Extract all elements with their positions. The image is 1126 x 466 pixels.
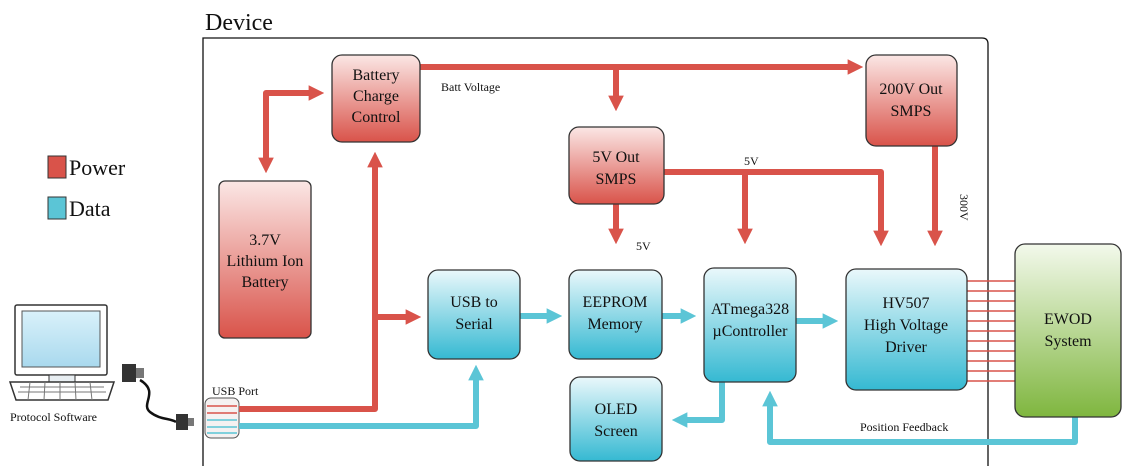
usb-to-serial-block: USB to Serial: [427, 269, 521, 360]
five-volt-label-eeprom: 5V: [636, 239, 651, 253]
microcontroller-line2: µController: [713, 323, 789, 340]
mcu-to-oled: [671, 382, 725, 428]
oled-line1: OLED: [595, 401, 638, 418]
usb-to-charge-control: [239, 151, 383, 412]
ewod-line1: EWOD: [1044, 311, 1092, 328]
smps-200v-line1: 200V Out: [879, 81, 943, 98]
hv-driver-line2: High Voltage: [864, 317, 948, 334]
eeprom-memory-block: EEPROM Memory: [568, 269, 663, 360]
battery-charge-control-line1: Battery: [352, 67, 399, 84]
battery-charge-control-line3: Control: [352, 109, 401, 126]
hv-driver-block: HV507 High Voltage Driver: [845, 268, 968, 391]
usb-port-label: USB Port: [212, 384, 259, 398]
legend-data-swatch: [47, 196, 67, 220]
eeprom-line1: EEPROM: [583, 294, 648, 311]
position-feedback-label: Position Feedback: [860, 420, 948, 434]
usb-to-serial-data: [239, 364, 484, 429]
lithium-battery-block: 3.7V Lithium Ion Battery: [218, 180, 312, 339]
legend: Power Data: [47, 155, 126, 221]
battery-line2: Lithium Ion: [227, 253, 304, 270]
five-volt-bus: [664, 169, 889, 247]
host-label: Protocol Software: [10, 410, 97, 424]
legend-power-swatch: [47, 155, 67, 179]
eeprom-line2: Memory: [587, 316, 642, 333]
ewod-line2: System: [1044, 333, 1092, 350]
oled-screen-block: OLED Screen: [569, 376, 663, 462]
microcontroller-block: ATmega328 µController: [703, 267, 797, 383]
battery-charge-control-line2: Charge: [353, 88, 399, 105]
oled-line2: Screen: [594, 423, 638, 440]
hv-driver-line1: HV507: [882, 295, 929, 312]
usb-cable-icon: [122, 364, 194, 430]
batt-voltage-label: Batt Voltage: [441, 80, 500, 94]
ewod-system-block: EWOD System: [1014, 243, 1122, 418]
battery-charge-control-block: Battery Charge Control: [331, 54, 421, 143]
computer-icon: [8, 304, 116, 401]
driver-to-ewod-lines: [967, 280, 1015, 382]
battery-line1: 3.7V: [249, 232, 281, 249]
smps-5v-line2: SMPS: [596, 171, 637, 188]
battery-line3: Battery: [241, 274, 288, 291]
usb-port-connector: [204, 397, 240, 439]
battery-charge-link: [258, 85, 325, 174]
smps-5v-line1: 5V Out: [592, 149, 640, 166]
usb-to-serial-line2: Serial: [455, 316, 493, 333]
usb-to-serial-line1: USB to: [450, 294, 498, 311]
device-title: Device: [205, 10, 273, 36]
five-volt-label-top: 5V: [744, 154, 759, 168]
position-feedback-path: [762, 390, 1078, 445]
three-hundred-volt-label: 300V: [957, 194, 971, 221]
device-boundary: [202, 37, 989, 466]
smps-200v-block: 200V Out SMPS: [865, 54, 958, 147]
hv-driver-line3: Driver: [885, 339, 927, 356]
smps-200v-line2: SMPS: [891, 103, 932, 120]
legend-power-label: Power: [69, 155, 126, 180]
smps-5v-block: 5V Out SMPS: [568, 126, 665, 205]
legend-data-label: Data: [69, 196, 111, 221]
microcontroller-line1: ATmega328: [711, 301, 789, 318]
